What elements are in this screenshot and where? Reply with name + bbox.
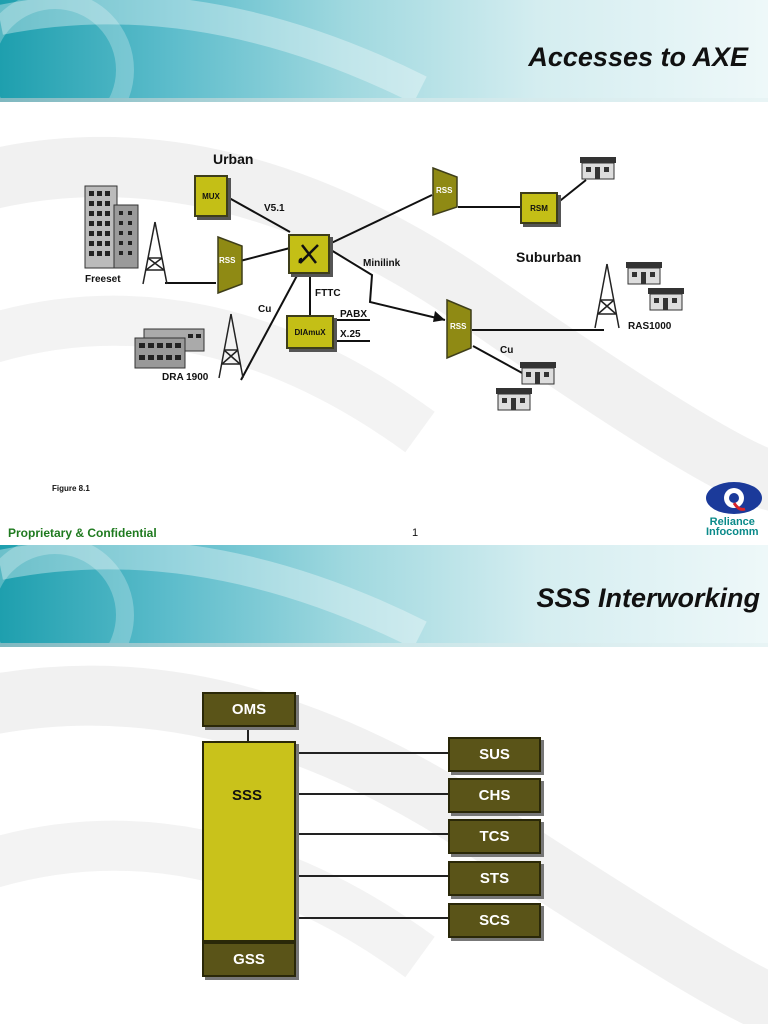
minilink-bolt: [325, 246, 446, 321]
sss-label: SSS: [232, 787, 263, 804]
antenna-tower-icon: [594, 263, 620, 329]
sss-connection-lines: [247, 724, 448, 945]
header-divider: [0, 98, 768, 102]
reliance-watermark-icon: [0, 545, 427, 643]
oms-label: OMS: [231, 701, 267, 718]
subsystem-sts: STS: [448, 861, 541, 896]
diamux-label: DIAmuX: [294, 327, 326, 337]
rss-node: [432, 166, 458, 217]
house-icon: [580, 157, 616, 180]
antenna-tower-icon: [142, 221, 168, 285]
minilink-label: Minilink: [363, 258, 401, 269]
house-icon: [648, 288, 684, 311]
page-title: SSS Interworking: [536, 583, 760, 613]
reliance-logo-icon: [706, 482, 762, 514]
rss-node: [217, 235, 243, 295]
mux-label: MUX: [202, 191, 220, 201]
house-icon: [496, 388, 532, 411]
reliance-logo-text: Reliance Infocomm: [706, 516, 759, 538]
rss-left-label: RSS: [219, 256, 236, 265]
subsystem-label: TCS: [479, 828, 510, 845]
x25-label: X.25: [340, 329, 361, 340]
cu-left-label: Cu: [258, 304, 272, 315]
rsm-label: RSM: [530, 203, 548, 213]
suburban-label: Suburban: [516, 249, 582, 265]
subsystem-label: CHS: [478, 787, 511, 804]
freeset-label: Freeset: [85, 274, 121, 285]
house-icon: [626, 262, 662, 285]
antenna-tower-icon: [218, 313, 244, 379]
axe-exchange-node: [288, 234, 330, 274]
v51-label: V5.1: [264, 203, 285, 214]
office-building-icon: [134, 328, 205, 369]
subsystem-scs: SCS: [448, 903, 541, 938]
rss-node: [446, 298, 472, 360]
office-building-icon: [84, 185, 139, 269]
page-title: Accesses to AXE: [528, 42, 748, 72]
rss-top-label: RSS: [436, 186, 453, 195]
oms-block: OMS: [202, 692, 296, 727]
fttc-label: FTTC: [315, 288, 341, 299]
page-number: 1: [412, 527, 419, 539]
dra1900-label: DRA 1900: [162, 372, 209, 383]
ras1000-label: RAS1000: [628, 321, 672, 332]
sss-block: SSS: [202, 741, 296, 942]
subsystem-label: SUS: [479, 746, 510, 763]
subsystem-sus: SUS: [448, 737, 541, 772]
house-icon: [520, 362, 556, 385]
footer-confidential: Proprietary & Confidential: [8, 526, 157, 540]
slide-header: SSS Interworking: [0, 545, 768, 643]
rsm-node: RSM: [520, 192, 558, 224]
pabx-label: PABX: [340, 309, 368, 320]
exchange-cross-icon: [298, 244, 319, 264]
logo-line-1: Reliance: [709, 516, 755, 528]
diamux-node: DIAmuX: [286, 315, 334, 349]
mux-node: MUX: [194, 175, 228, 217]
gss-block: GSS: [202, 942, 296, 977]
network-links: [165, 179, 604, 381]
slide-sss-interworking: SSS Interworking OMS SSS GSS SUS CHS TCS…: [0, 545, 768, 1024]
subsystem-label: SCS: [479, 912, 510, 929]
urban-label: Urban: [213, 151, 254, 167]
gss-label: GSS: [233, 951, 265, 968]
subsystem-chs: CHS: [448, 778, 541, 813]
figure-caption: Figure 8.1: [52, 484, 90, 493]
slide-accesses-to-axe: Accesses to AXE: [0, 0, 768, 540]
logo-line-2: Infocomm: [706, 526, 759, 538]
cu-right-label: Cu: [500, 345, 514, 356]
subsystem-label: STS: [479, 870, 510, 887]
reliance-watermark-icon: [0, 0, 427, 98]
header-divider: [0, 643, 768, 647]
rss-bottom-label: RSS: [450, 322, 467, 331]
subsystem-tcs: TCS: [448, 819, 541, 854]
slide-header: Accesses to AXE: [0, 0, 768, 98]
